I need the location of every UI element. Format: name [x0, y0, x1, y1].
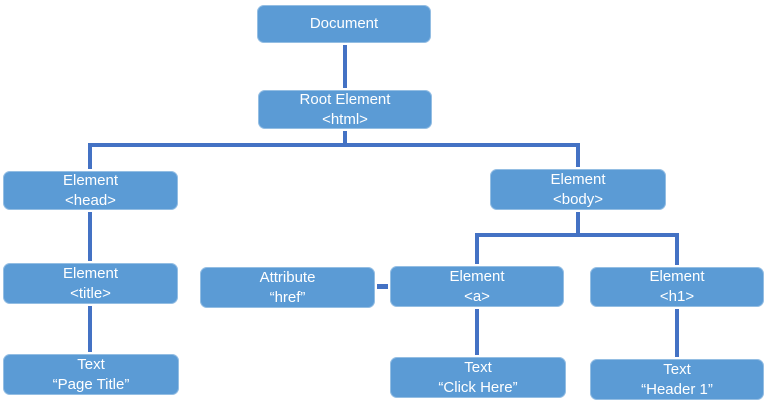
node-body-label: Element: [550, 170, 606, 188]
connector-body-stem: [576, 211, 580, 235]
node-anchor-tag: <a>: [464, 287, 490, 305]
node-document-label: Document: [309, 15, 379, 32]
connector-branch-body: [576, 143, 580, 167]
connector-branch-a: [475, 233, 479, 264]
node-root-tag: <html>: [322, 110, 368, 128]
node-anchor-label: Element: [449, 267, 505, 285]
connector-head-title: [88, 211, 92, 262]
node-title-tag: <title>: [70, 284, 111, 302]
connector-href-a: [377, 284, 389, 289]
node-attrhref-value: “href”: [269, 288, 306, 306]
node-document: Document: [255, 3, 433, 45]
node-body-tag: <body>: [552, 190, 604, 208]
node-h1-label: Element: [649, 268, 705, 285]
connector-document-html: [343, 45, 347, 88]
connector-a-clickhere: [475, 308, 479, 356]
connector-body-branch: [475, 233, 679, 237]
connector-h1-header1: [675, 308, 679, 358]
connector-branch-head: [88, 143, 92, 169]
node-header1-label: Text: [663, 360, 691, 378]
node-text-click-here: Text “Click Here”: [388, 355, 568, 400]
node-clickhere-label: Text: [464, 358, 492, 376]
node-h1-tag: <h1>: [659, 288, 695, 305]
node-element-body: Element <body>: [488, 167, 668, 212]
node-header1-value: “Header 1”: [641, 380, 713, 398]
connector-html-branch: [88, 143, 580, 147]
node-root-element-html: Root Element <html>: [256, 88, 434, 131]
node-attribute-href: Attribute “href”: [198, 265, 377, 310]
connector-branch-h1: [675, 233, 679, 265]
connector-html-stem: [343, 131, 347, 145]
node-element-title: Element <title>: [1, 261, 180, 306]
node-title-label: Element: [62, 264, 119, 282]
node-head-tag: <head>: [65, 191, 116, 209]
node-pagetitle-label: Text: [77, 355, 105, 373]
node-element-head: Element <head>: [1, 169, 180, 212]
node-element-a: Element <a>: [388, 264, 566, 309]
node-element-h1: Element <h1>: [588, 265, 766, 309]
node-attrhref-label: Attribute: [259, 268, 316, 286]
node-text-page-title: Text “Page Title”: [1, 352, 181, 397]
node-head-label: Element: [62, 171, 119, 189]
node-text-header-1: Text “Header 1”: [588, 357, 766, 402]
node-pagetitle-value: “Page Title”: [52, 375, 130, 393]
node-root-label: Root Element: [299, 90, 391, 108]
node-clickhere-value: “Click Here”: [438, 378, 518, 396]
connector-title-pagetitle: [88, 305, 92, 353]
